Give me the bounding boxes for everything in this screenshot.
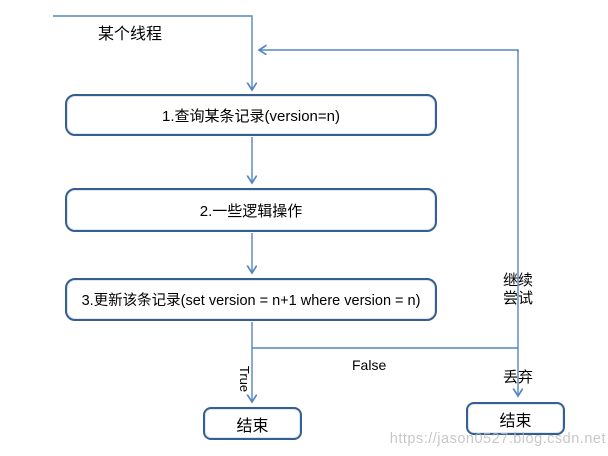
step1-query-record-node: 1.查询某条记录(version=n) [65, 94, 437, 136]
retry-label: 继续 尝试 [502, 272, 533, 307]
edge-start-to-step1 [53, 15, 252, 90]
discard-label: 丢弃 [502, 369, 533, 386]
true-branch-label: True [237, 365, 252, 393]
thread-start-label: 某个线程 [98, 26, 163, 43]
end-node-discard: 结束 [466, 402, 565, 435]
false-branch-label: False [352, 357, 387, 373]
step2-logic-node: 2.一些逻辑操作 [65, 188, 437, 232]
edge-retry-return [259, 50, 519, 52]
end-node-true: 结束 [203, 407, 302, 440]
step3-update-record-node: 3.更新该条记录(set version = n+1 where version… [65, 278, 437, 321]
